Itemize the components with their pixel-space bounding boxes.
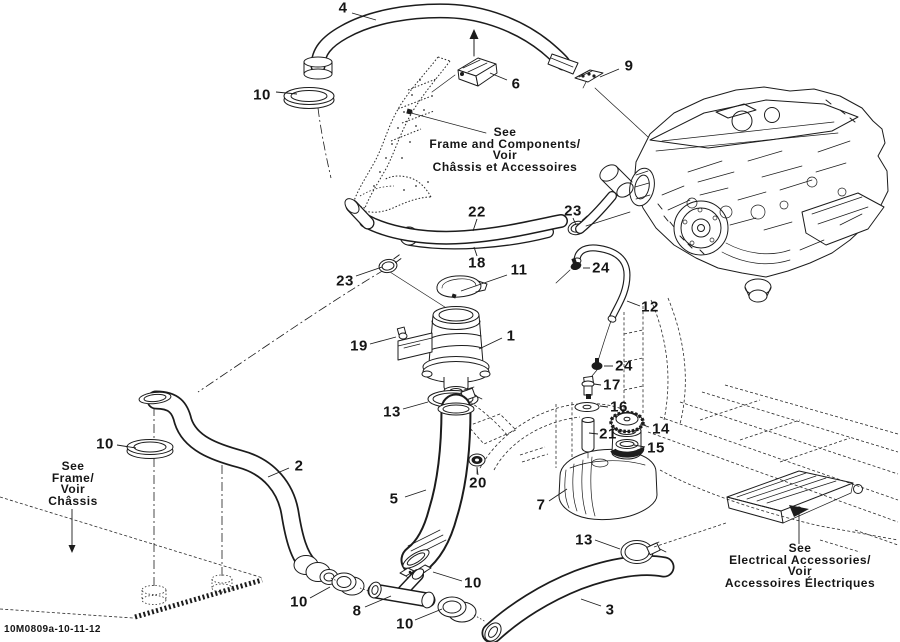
callout-13-lower: 13 [575, 531, 593, 549]
callout-24-lower: 24 [615, 357, 633, 375]
vent-hose-12 [555, 244, 631, 362]
note-line: Châssis et Accessoires [432, 159, 578, 174]
callout-1: 1 [506, 327, 516, 345]
callout-24-upper: 24 [592, 259, 610, 277]
chassis-right [647, 384, 899, 553]
tube-21 [581, 417, 595, 459]
note-frame: See Frame/ Voir Châssis [13, 459, 133, 508]
callout-14: 14 [652, 420, 670, 438]
intake-port [629, 167, 655, 207]
note-line: See [788, 541, 812, 555]
mount-stud [211, 574, 233, 593]
callout-15: 15 [647, 439, 665, 457]
callout-9: 9 [624, 57, 634, 75]
bracket-19 [396, 326, 433, 361]
note-line: Accessoires Électriques [724, 575, 876, 590]
hose-4-cut-end [547, 53, 579, 75]
hose-5 [400, 393, 475, 576]
hose-2 [138, 390, 339, 585]
callout-7: 7 [536, 496, 546, 514]
flywheel [673, 200, 729, 256]
ring-10-bottom [437, 596, 477, 623]
callout-23-right: 23 [564, 202, 582, 220]
callout-18: 18 [468, 254, 486, 272]
hose-3 [481, 555, 675, 642]
clip-24-lower [591, 358, 603, 377]
callout-3: 3 [605, 601, 615, 619]
callout-10-top: 10 [253, 86, 271, 104]
note-line: See [493, 125, 517, 139]
callout-6: 6 [511, 75, 521, 93]
note-leaders [68, 108, 802, 553]
gasket-ring-10-left [126, 439, 174, 459]
callout-22: 22 [468, 203, 486, 221]
engine [599, 86, 889, 303]
hose-4 [303, 3, 579, 80]
t-fitting-8 [367, 568, 436, 609]
ring-10-bottom-left [331, 572, 365, 596]
note-line: See [61, 459, 85, 473]
note-frame-and-components: See Frame and Components/ Voir Châssis e… [390, 125, 620, 174]
alignment-line [317, 107, 332, 179]
alignment-line [197, 269, 385, 393]
gasket-15 [615, 439, 639, 449]
clamp-9 [574, 69, 649, 138]
note-line: Voir [492, 148, 518, 163]
note-line: Châssis [48, 493, 98, 508]
mount-stud [141, 585, 167, 605]
hose-22 [344, 198, 568, 245]
callout-16: 16 [610, 398, 628, 416]
callout-19: 19 [350, 337, 368, 355]
clamp-6 [431, 29, 498, 93]
hose-clamp-23-left [378, 254, 402, 274]
fit-lines [330, 577, 487, 623]
reservoir-1 [421, 306, 491, 396]
note-electrical-accessories: See Electrical Accessories/ Voir Accesso… [700, 541, 900, 590]
callout-12: 12 [641, 298, 659, 316]
callout-10-left: 10 [96, 435, 114, 453]
callout-leaders [116, 12, 650, 621]
filler-cap-14 [609, 410, 645, 434]
note-line: Voir [60, 482, 86, 497]
note-line: Electrical Accessories/ [729, 552, 871, 567]
callout-21: 21 [599, 425, 617, 443]
callout-2: 2 [294, 457, 304, 475]
grommet-20 [468, 453, 486, 475]
callout-20: 20 [469, 474, 487, 492]
gasket-ring-10-top [283, 87, 335, 109]
fitting-17 [581, 375, 595, 399]
note-line: Frame and Components/ [429, 136, 581, 151]
washer-16 [574, 402, 600, 412]
frame-dashed-mid [467, 297, 686, 471]
callout-8: 8 [352, 602, 362, 620]
diagram-code: 10M0809a-10-11-12 [4, 624, 101, 635]
note-line: Frame/ [51, 470, 95, 485]
electrical-box [726, 470, 863, 524]
note-line: Voir [787, 564, 813, 579]
hose-clamp-13-lower [620, 522, 727, 564]
callout-13-upper: 13 [383, 403, 401, 421]
callout-5: 5 [389, 490, 399, 508]
callout-4: 4 [338, 0, 348, 17]
callout-10-bottom: 10 [396, 615, 414, 633]
clip-24-upper [570, 257, 582, 271]
callout-10-bottom-left: 10 [290, 593, 308, 611]
arrow-up-icon [469, 29, 479, 57]
callout-17: 17 [603, 376, 621, 394]
engine-outlet-stub [575, 191, 631, 234]
ground-plate [0, 407, 264, 620]
callout-10-mid: 10 [464, 574, 482, 592]
callout-23-left: 23 [336, 272, 354, 290]
water-pump [744, 278, 772, 303]
callout-11: 11 [510, 261, 528, 279]
cap-11 [436, 275, 488, 299]
